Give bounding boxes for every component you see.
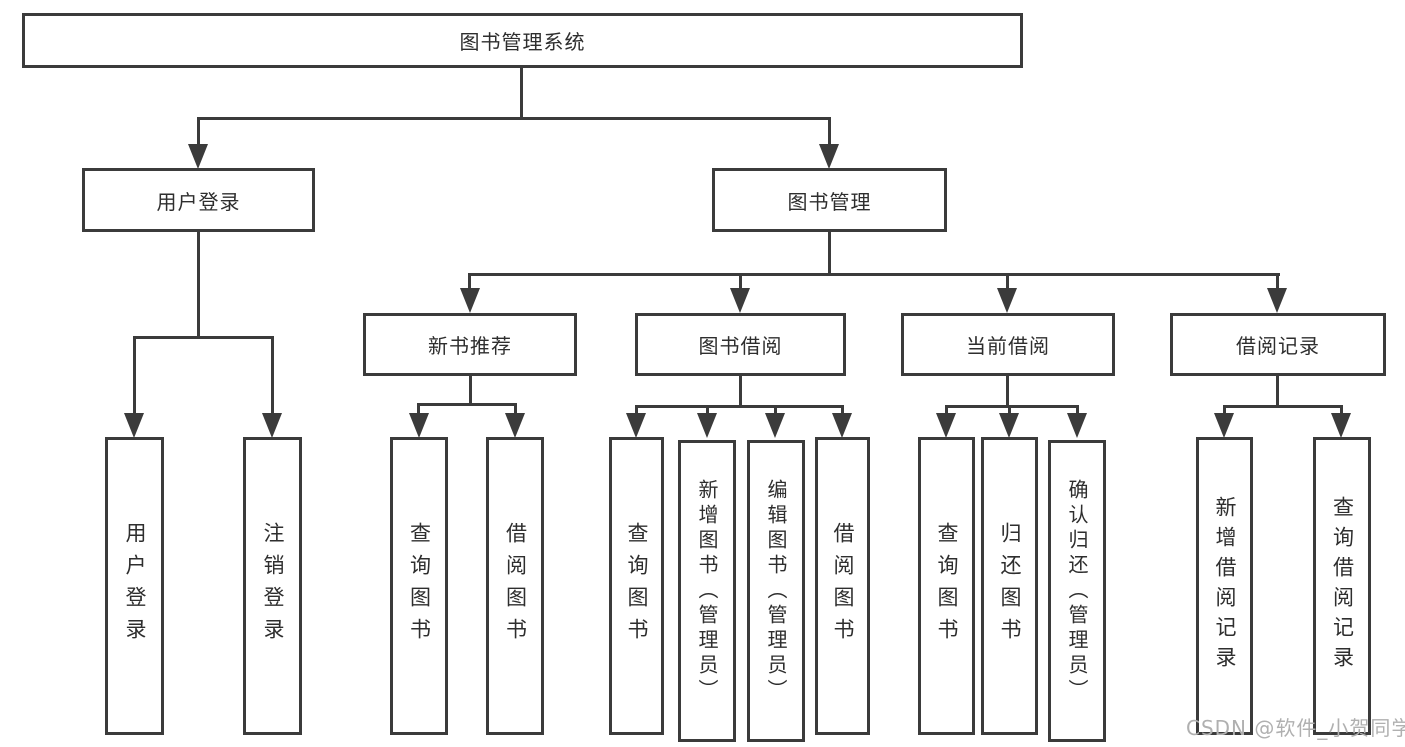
connector-line xyxy=(520,68,523,120)
connector-line xyxy=(1006,273,1009,293)
arrow-down-icon xyxy=(936,413,956,438)
arrow-down-icon xyxy=(626,413,646,438)
arrow-down-icon xyxy=(832,413,852,438)
arrow-down-icon xyxy=(999,413,1019,438)
arrow-down-icon xyxy=(188,144,208,169)
leaf-borrow-books: 借阅图书 xyxy=(815,437,870,735)
leaf-user-login: 用户登录 xyxy=(105,437,164,735)
connector-line xyxy=(1223,405,1226,417)
connector-line xyxy=(774,405,777,417)
arrow-down-icon xyxy=(409,413,429,438)
root-node: 图书管理系统 xyxy=(22,13,1023,68)
connector-line xyxy=(417,403,517,406)
connector-line xyxy=(945,405,948,417)
connector-line xyxy=(197,232,200,339)
arrow-down-icon xyxy=(1214,413,1234,438)
node-book-management: 图书管理 xyxy=(712,168,947,232)
arrow-down-icon xyxy=(997,288,1017,313)
watermark: CSDN @软件_小贺同学 xyxy=(1186,716,1405,740)
connector-line xyxy=(828,117,831,145)
connector-line xyxy=(706,405,709,417)
arrow-down-icon xyxy=(1067,413,1087,438)
arrow-down-icon xyxy=(765,413,785,438)
node-new-book-recommend: 新书推荐 xyxy=(363,313,577,376)
connector-line xyxy=(1340,405,1343,417)
connector-line xyxy=(468,273,471,293)
arrow-down-icon xyxy=(124,413,144,438)
connector-line xyxy=(514,403,517,417)
connector-line xyxy=(635,405,638,417)
arrow-down-icon xyxy=(697,413,717,438)
node-book-borrow: 图书借阅 xyxy=(635,313,846,376)
connector-line xyxy=(468,273,1280,276)
arrow-down-icon xyxy=(819,144,839,169)
node-user-login: 用户登录 xyxy=(82,168,315,232)
connector-line xyxy=(469,376,472,406)
node-current-borrow: 当前借阅 xyxy=(901,313,1115,376)
leaf-add-borrow-record: 新增借阅记录 xyxy=(1196,437,1253,735)
connector-line xyxy=(197,117,831,120)
leaf-query-borrow-record: 查询借阅记录 xyxy=(1313,437,1371,735)
connector-line xyxy=(133,336,136,415)
leaf-return-book: 归还图书 xyxy=(981,437,1038,735)
connector-line xyxy=(945,405,1079,408)
arrow-down-icon xyxy=(505,413,525,438)
arrow-down-icon xyxy=(730,288,750,313)
arrow-down-icon xyxy=(262,413,282,438)
connector-line xyxy=(271,336,274,415)
leaf-add-book-admin: 新增图书（管理员） xyxy=(678,440,736,742)
connector-line xyxy=(739,273,742,293)
leaf-query-books: 查询图书 xyxy=(918,437,975,735)
leaf-logout: 注销登录 xyxy=(243,437,302,735)
connector-line xyxy=(1276,273,1279,293)
arrow-down-icon xyxy=(460,288,480,313)
leaf-edit-book-admin: 编辑图书（管理员） xyxy=(747,440,805,742)
connector-line xyxy=(133,336,274,339)
leaf-borrow-books: 借阅图书 xyxy=(486,437,544,735)
arrow-down-icon xyxy=(1267,288,1287,313)
leaf-query-books: 查询图书 xyxy=(609,437,664,735)
connector-line xyxy=(828,232,831,276)
connector-line xyxy=(739,376,742,408)
connector-line xyxy=(635,405,844,408)
connector-line xyxy=(841,405,844,417)
connector-line xyxy=(1006,376,1009,408)
connector-line xyxy=(197,117,200,145)
arrow-down-icon xyxy=(1331,413,1351,438)
connector-line xyxy=(417,403,420,417)
connector-line xyxy=(1276,376,1279,408)
leaf-query-books: 查询图书 xyxy=(390,437,448,735)
node-borrow-records: 借阅记录 xyxy=(1170,313,1386,376)
connector-line xyxy=(1223,405,1343,408)
connector-line xyxy=(1008,405,1011,417)
leaf-confirm-return-admin: 确认归还（管理员） xyxy=(1048,440,1106,742)
connector-line xyxy=(1076,405,1079,417)
